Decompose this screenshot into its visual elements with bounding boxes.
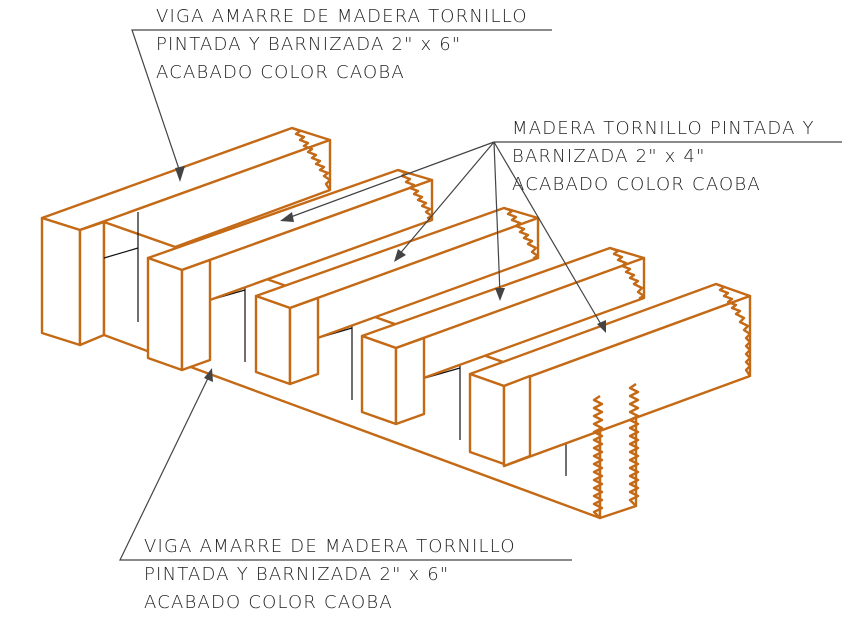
joist-label-line3: ACABADO COLOR CAOBA bbox=[512, 174, 761, 195]
bottom-beam-label-line3: ACABADO COLOR CAOBA bbox=[144, 592, 393, 613]
joist-label-line2: BARNIZADA 2" x 4" bbox=[512, 146, 706, 167]
top-beam-label-line3: ACABADO COLOR CAOBA bbox=[156, 62, 405, 83]
top-beam-label-line2: PINTADA Y BARNIZADA 2" x 6" bbox=[156, 34, 462, 55]
leader-bottom-beam bbox=[119, 368, 572, 561]
leader-top-beam bbox=[131, 29, 552, 182]
back-tie-beam bbox=[40, 126, 332, 347]
top-beam-label-line1: VIGA AMARRE DE MADERA TORNILLO bbox=[156, 6, 528, 27]
joist-label-line1: MADERA TORNILLO PINTADA Y bbox=[512, 118, 815, 139]
bottom-beam-label-line2: PINTADA Y BARNIZADA 2" x 6" bbox=[144, 564, 450, 585]
leader-joists bbox=[280, 141, 842, 333]
joist-4 bbox=[468, 282, 752, 468]
joist-3 bbox=[360, 246, 646, 426]
break-lines bbox=[291, 126, 752, 519]
bottom-beam-label-line1: VIGA AMARRE DE MADERA TORNILLO bbox=[144, 536, 516, 557]
